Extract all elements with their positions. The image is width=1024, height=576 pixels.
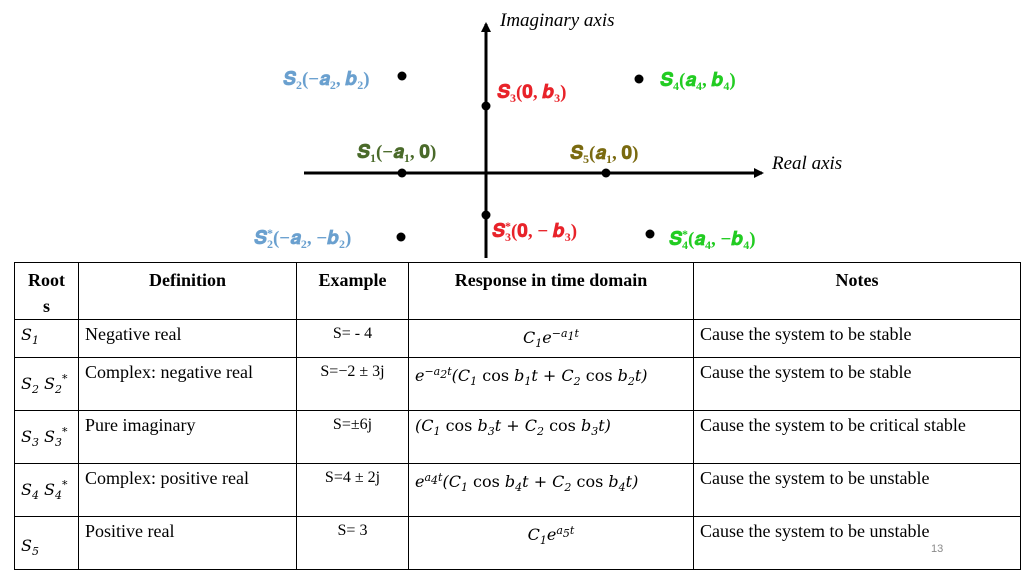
point-s3	[481, 101, 491, 111]
label-s4-conjugate: 𝑺*4(𝒂4, −𝒃4)	[669, 227, 756, 252]
label-s2: 𝑺2(−𝒂2, 𝒃2)	[283, 69, 370, 92]
table-row: S1 Negative real S= - 4 C1e−a1t Cause th…	[14, 319, 1021, 358]
point-s5	[601, 168, 611, 178]
label-s3: 𝑺3(𝟎, 𝒃3)	[497, 82, 566, 105]
example-cell: S= - 4	[296, 319, 409, 358]
definition-cell: Negative real	[78, 319, 297, 358]
definition-cell: Complex: positive real	[78, 462, 297, 517]
label-s5: 𝑺5(𝒂1, 𝟎)	[570, 143, 638, 166]
notes-cell: Cause the system to be unstable	[693, 462, 1021, 517]
root-cell: S2 S2*	[14, 356, 79, 411]
point-s2	[397, 71, 407, 81]
header-example: Example	[296, 262, 409, 320]
example-cell: S=±6j	[296, 409, 409, 464]
response-cell: C1e−a1t	[408, 319, 694, 358]
example-cell: S=−2 ± 3j	[296, 356, 409, 411]
response-cell: e−a2t(C1 cos b1t + C2 cos b2t)	[408, 356, 694, 411]
example-cell: S=4 ± 2j	[296, 462, 409, 517]
table-row: S2 S2* Complex: negative real S=−2 ± 3j …	[14, 356, 1021, 411]
notes-cell: Cause the system to be unstable	[693, 515, 1021, 570]
root-cell: S4 S4*	[14, 462, 79, 517]
definition-cell: Positive real	[78, 515, 297, 570]
point-s1	[397, 168, 407, 178]
label-s2-conjugate: 𝑺*2(−𝒂2, −𝒃2)	[254, 226, 351, 251]
point-s3-conjugate	[481, 210, 491, 220]
label-s4: 𝑺4(𝒂4, 𝒃4)	[660, 70, 736, 93]
header-notes: Notes	[693, 262, 1021, 320]
response-cell: (C1 cos b3t + C2 cos b3t)	[408, 409, 694, 464]
real-axis-label: Real axis	[771, 153, 842, 174]
notes-cell: Cause the system to be stable	[693, 319, 1021, 358]
response-cell: ea4t(C1 cos b4t + C2 cos b4t)	[408, 462, 694, 517]
root-cell: S5	[14, 515, 79, 570]
header-definition: Definition	[78, 262, 297, 320]
table-row: S5 Positive real S= 3 C1ea5t Cause the s…	[14, 515, 1021, 570]
label-s1: 𝑺1(−𝒂1, 𝟎)	[357, 142, 436, 165]
page-number: 13	[931, 543, 944, 555]
table-row: S3 S3* Pure imaginary S=±6j (C1 cos b3t …	[14, 409, 1021, 464]
response-cell: C1ea5t	[408, 515, 694, 570]
header-response: Response in time domain	[408, 262, 694, 320]
notes-cell: Cause the system to be critical stable	[693, 409, 1021, 464]
s-plane-diagram: Imaginary axis Real axis 𝑺2(−𝒂2, 𝒃2) 𝑺3(…	[254, 10, 842, 258]
table-row: S4 S4* Complex: positive real S=4 ± 2j e…	[14, 462, 1021, 517]
definition-cell: Pure imaginary	[78, 409, 297, 464]
label-s3-conjugate: 𝑺*3(𝟎, − 𝒃3)	[492, 219, 577, 244]
point-s4-conjugate	[645, 229, 655, 239]
example-cell: S= 3	[296, 515, 409, 570]
root-cell: S3 S3*	[14, 409, 79, 464]
imaginary-axis-label: Imaginary axis	[499, 10, 615, 31]
notes-cell: Cause the system to be stable	[693, 356, 1021, 411]
point-s2-conjugate	[396, 232, 406, 242]
root-cell: S1	[14, 319, 79, 358]
definition-cell: Complex: negative real	[78, 356, 297, 411]
point-s4	[634, 74, 644, 84]
